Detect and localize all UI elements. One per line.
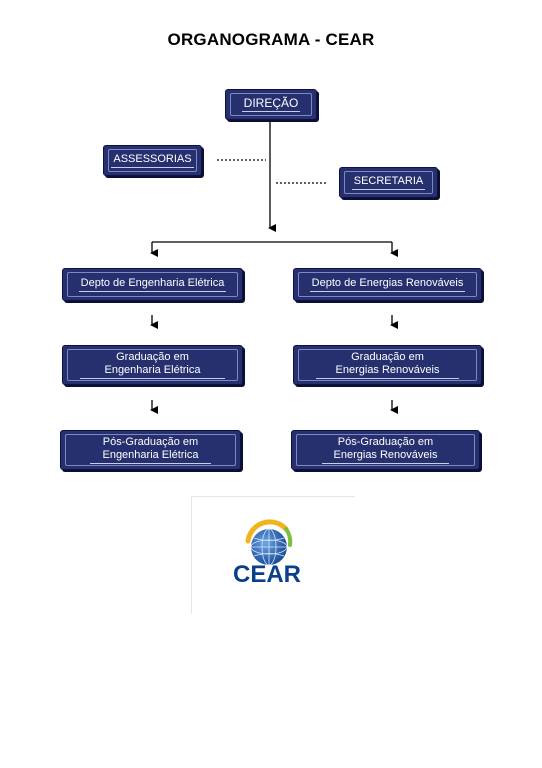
pos-renovaveis-box: Pós-Graduação em Energias Renováveis <box>291 430 480 470</box>
secretaria-box: SECRETARIA <box>339 167 438 198</box>
logo-text: CEAR <box>232 561 301 588</box>
grad-renovaveis-line1: Graduação em <box>351 351 424 363</box>
assessorias-label: ASSESSORIAS <box>111 153 194 168</box>
grad-eletrica-line2: Engenharia Elétrica <box>80 364 225 379</box>
pos-eletrica-line2: Engenharia Elétrica <box>90 449 211 464</box>
direcao-label: DIREÇÃO <box>241 96 301 112</box>
pos-eletrica-line1: Pós-Graduação em <box>102 436 199 448</box>
pos-renovaveis-line1: Pós-Graduação em <box>337 436 434 448</box>
grad-eletrica-line1: Graduação em <box>116 351 189 363</box>
depto-renovaveis-label: Depto de Energias Renováveis <box>309 277 466 292</box>
grad-renovaveis-box: Graduação em Energias Renováveis <box>293 345 482 385</box>
pos-eletrica-box: Pós-Graduação em Engenharia Elétrica <box>60 430 241 470</box>
secretaria-label: SECRETARIA <box>351 175 426 190</box>
cear-logo: CEAR <box>191 496 355 614</box>
grad-eletrica-box: Graduação em Engenharia Elétrica <box>62 345 243 385</box>
direcao-box: DIREÇÃO <box>225 89 317 120</box>
depto-eletrica-label: Depto de Engenharia Elétrica <box>78 277 227 292</box>
assessorias-box: ASSESSORIAS <box>103 145 202 176</box>
depto-eletrica-box: Depto de Engenharia Elétrica <box>62 268 243 301</box>
globe-icon <box>245 519 293 566</box>
pos-renovaveis-line2: Energias Renováveis <box>321 449 450 464</box>
page-title: ORGANOGRAMA - CEAR <box>167 30 375 49</box>
grad-renovaveis-line2: Energias Renováveis <box>315 364 460 379</box>
depto-renovaveis-box: Depto de Energias Renováveis <box>293 268 482 301</box>
